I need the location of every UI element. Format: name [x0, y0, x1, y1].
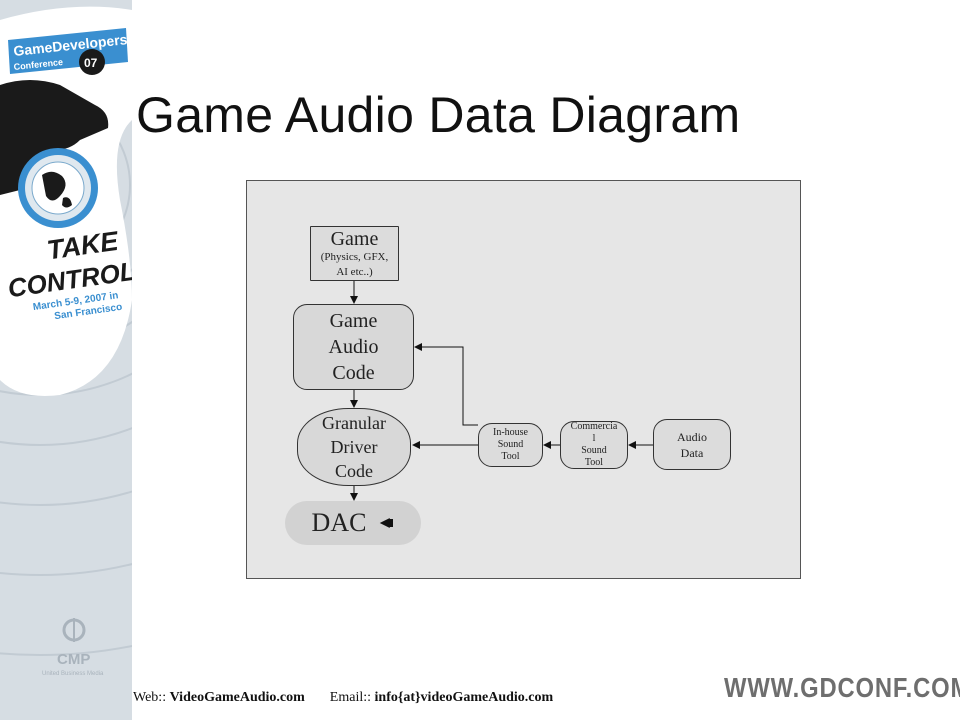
- footer-contact: Web:: VideoGameAudio.com Email:: info{at…: [133, 690, 553, 706]
- node-game-audio-code: Game Audio Code: [293, 304, 414, 390]
- node-inhouse-line-1: In-house: [493, 427, 528, 438]
- node-commercial-line-3: Sound: [581, 445, 607, 456]
- node-commercial-sound-tool: Commercia l Sound Tool: [560, 421, 628, 469]
- cmp-logo: CMP United Business Media: [42, 618, 104, 677]
- footer-site-url: WWW.GDCONF.COM: [724, 672, 960, 703]
- node-game-sublabel-2: AI etc..): [336, 265, 373, 278]
- diagram-panel: Game (Physics, GFX, AI etc..) Game Audio…: [246, 180, 801, 579]
- node-inhouse-sound-tool: In-house Sound Tool: [478, 423, 543, 467]
- node-granular-line-3: Code: [335, 461, 373, 481]
- node-inhouse-line-2: Sound: [497, 439, 524, 450]
- node-audio-data-line-1: Audio: [677, 429, 707, 444]
- slide-title: Game Audio Data Diagram: [136, 87, 741, 143]
- node-granular-line-1: Granular: [322, 413, 386, 433]
- node-audio-data: Audio Data: [653, 419, 731, 470]
- node-game-label: Game: [330, 227, 379, 250]
- node-audio-code-line-1: Game: [329, 310, 378, 332]
- node-commercial-line-2: l: [592, 433, 596, 444]
- node-dac: DAC: [285, 501, 421, 545]
- footer-web-label: Web::: [133, 690, 167, 705]
- node-audio-code-line-2: Audio: [328, 336, 379, 358]
- gdc-logo: GameDevelopers Conference 07: [8, 28, 128, 75]
- footer-email-value: info{at}videoGameAudio.com: [374, 690, 554, 705]
- banner-artwork: GameDevelopers Conference 07 TAKE CONTRO…: [0, 6, 132, 677]
- node-game-sublabel-1: (Physics, GFX,: [320, 250, 389, 263]
- node-audio-code-line-3: Code: [332, 362, 375, 384]
- node-game: Game (Physics, GFX, AI etc..): [310, 226, 399, 281]
- footer-email-label: Email::: [329, 690, 372, 705]
- edge-inhouse-to-audio-code: [414, 343, 478, 426]
- footer-web-value: VideoGameAudio.com: [169, 690, 305, 705]
- diagram-edges: [350, 281, 653, 501]
- svg-text:07: 07: [84, 56, 98, 70]
- speaker-icon: [380, 518, 394, 528]
- node-inhouse-line-3: Tool: [501, 451, 520, 462]
- node-dac-label: DAC: [311, 508, 367, 537]
- globe-icon: [18, 148, 98, 228]
- node-commercial-line-1: Commercia: [570, 421, 618, 432]
- node-granular-line-2: Driver: [330, 437, 378, 457]
- svg-text:United Business Media: United Business Media: [42, 671, 104, 677]
- node-audio-data-line-2: Data: [680, 445, 704, 460]
- node-granular-driver-code: Granular Driver Code: [297, 408, 411, 486]
- node-commercial-line-4: Tool: [584, 457, 604, 468]
- conference-banner: GameDevelopers Conference 07 TAKE CONTRO…: [0, 0, 132, 720]
- svg-text:CMP: CMP: [57, 651, 90, 668]
